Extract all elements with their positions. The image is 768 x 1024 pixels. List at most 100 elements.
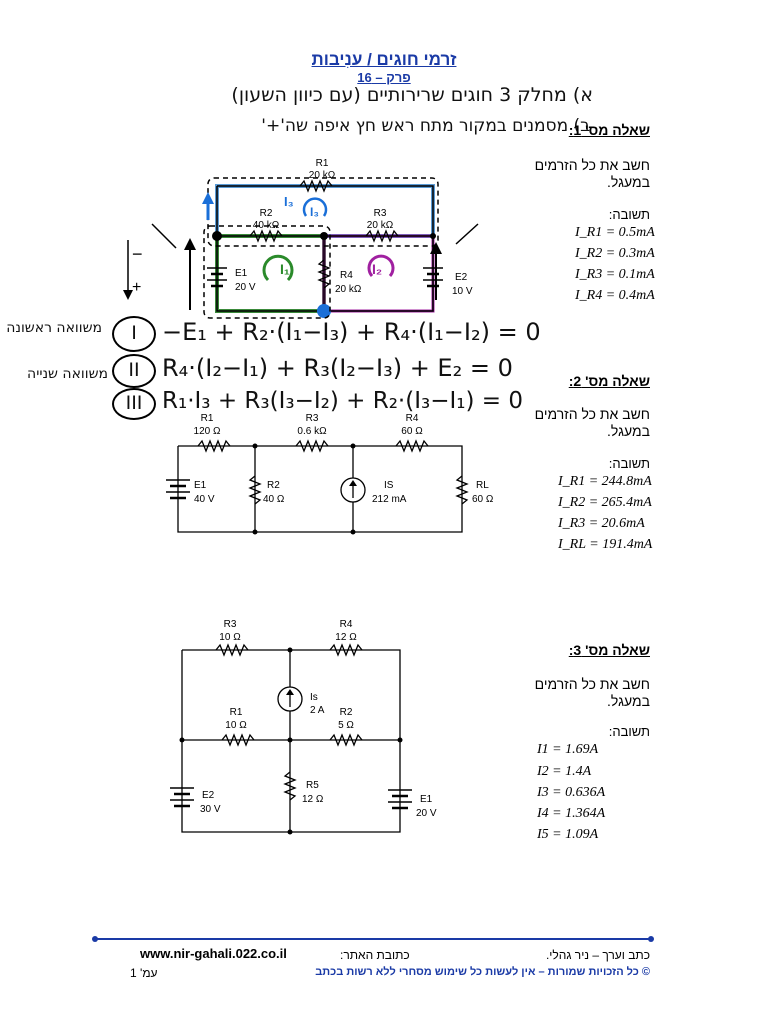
q1-answer-2: I_R2 = 0.3mA	[575, 246, 655, 261]
footer-dot-left	[92, 936, 98, 942]
q2-answer-3: I_R3 = 20.6mA	[558, 516, 645, 531]
chapter-label: פרק – 16	[357, 70, 411, 85]
q1-answer-1: I_R1 = 0.5mA	[575, 225, 655, 240]
q3-r4-label: R4	[340, 619, 353, 630]
q2-r1-value: 120 Ω	[194, 426, 221, 437]
q3-is-value: 2 A	[310, 705, 325, 716]
q3-r5-value: 12 Ω	[302, 794, 324, 805]
q3-r2-symbol	[329, 733, 363, 747]
q3-r3-symbol	[215, 643, 249, 657]
q3-r1-value: 10 Ω	[225, 720, 247, 731]
q3-circuit: R3 10 Ω R4 12 Ω Is 2 A R1 10 Ω R2 5 Ω R5…	[170, 619, 437, 835]
q1-r3-symbol	[365, 229, 399, 243]
q1-text: חשב את כל הזרמים במעגל.	[534, 157, 650, 190]
q1-r1-label: R1	[316, 158, 329, 169]
q1-r2-symbol	[249, 229, 283, 243]
side-label-second: משוואה שנייה	[27, 366, 108, 382]
q1-r3-label: R3	[374, 208, 387, 219]
page-number: עמ' 1	[130, 966, 158, 980]
q1-heading: שאלה מס' 1:	[568, 122, 650, 138]
q3-e2-label: E2	[202, 790, 215, 801]
q3-r2-value: 5 Ω	[338, 720, 354, 731]
q3-answer-5: I5 = 1.09A	[537, 827, 599, 842]
loop1-label: I₁	[280, 261, 290, 277]
q2-e1-value: 40 V	[194, 494, 215, 505]
q3-e1-label: E1	[420, 794, 433, 805]
q3-r4-value: 12 Ω	[335, 632, 357, 643]
q1-r3-value: 20 kΩ	[367, 220, 394, 231]
handwritten-note-a: א) מחלק 3 חוגים שרירותיים (עם כיוון השעו…	[231, 84, 593, 106]
q1-answer-4: I_R4 = 0.4mA	[575, 288, 655, 303]
eq3-number: III	[112, 388, 156, 420]
q3-r3-value: 10 Ω	[219, 632, 241, 643]
equation-2: R₄·(I₂−I₁) + R₃(I₂−I₃) + E₂ = 0	[162, 354, 513, 382]
q3-heading: שאלה מס' 3:	[568, 642, 650, 658]
eq1-number: I	[112, 316, 156, 352]
q3-e1-symbol	[388, 789, 412, 810]
q2-answer-1: I_R1 = 244.8mA	[558, 474, 652, 489]
q2-r1-label: R1	[201, 413, 214, 424]
footer-dot-right	[648, 936, 654, 942]
q2-r4-value: 60 Ω	[401, 426, 423, 437]
q3-r2-label: R2	[340, 707, 353, 718]
q1-answer-3: I_R3 = 0.1mA	[575, 267, 655, 282]
q2-answer-4: I_RL = 191.4mA	[558, 537, 653, 552]
q1-e1-label: E1	[235, 268, 248, 279]
q3-answer-4: I4 = 1.364A	[537, 806, 606, 821]
q2-heading: שאלה מס' 2:	[568, 373, 650, 389]
page-title: זרמי חוגים / ענִיבות	[311, 50, 457, 69]
q2-r4-label: R4	[406, 413, 419, 424]
q2-rl-symbol	[455, 475, 469, 505]
q2-r4-symbol	[395, 439, 429, 453]
q1-answer-label: תשובה:	[608, 207, 650, 222]
q2-is-label: IS	[384, 480, 394, 491]
q1-r2-label: R2	[260, 208, 273, 219]
q2-rl-label: RL	[476, 480, 489, 491]
q2-answer-2: I_R2 = 265.4mA	[558, 495, 652, 510]
q2-answer-label: תשובה:	[608, 456, 650, 471]
q1-r1-value: 20 kΩ	[309, 170, 336, 181]
eq2-number: II	[112, 354, 156, 388]
footer-site[interactable]: www.nir-gahali.022.co.il	[140, 946, 287, 961]
q2-circuit: R1 120 Ω R3 0.6 kΩ R4 60 Ω E1 40 V R2 40…	[166, 413, 494, 535]
q3-text: חשב את כל הזרמים במעגל.	[534, 676, 650, 709]
q2-r2-symbol	[248, 475, 262, 505]
q1-r1-symbol	[299, 179, 333, 193]
q3-answer-2: I2 = 1.4A	[537, 764, 592, 779]
loop2-arrow	[367, 254, 395, 277]
loop1-arrow	[262, 254, 294, 282]
footer-site-label: כתובת האתר:	[340, 948, 410, 962]
q3-is-label: Is	[310, 692, 318, 703]
plus-sign: +	[132, 279, 141, 296]
footer-author: כתב וערך – ניר גהלי.	[545, 948, 650, 962]
equation-1: −E₁ + R₂·(I₁−I₃) + R₄·(I₁−I₂) = 0	[162, 318, 541, 346]
q3-answer-1: I1 = 1.69A	[537, 742, 599, 757]
q1-r4-value: 20 kΩ	[335, 284, 362, 295]
loop3-label-b: I₃	[310, 205, 319, 219]
q1-r4-label: R4	[340, 270, 353, 281]
q3-answer-label: תשובה:	[608, 724, 650, 739]
q3-e2-value: 30 V	[200, 804, 221, 815]
q2-r2-value: 40 Ω	[263, 494, 285, 505]
q1-e1-symbol	[207, 267, 227, 288]
q2-r3-label: R3	[306, 413, 319, 424]
q3-e1-value: 20 V	[416, 808, 437, 819]
handwritten-note-b: ב) מסמנים במקור מתח ראש חץ איפה שה'+'	[261, 116, 590, 136]
q2-r3-symbol	[295, 439, 329, 453]
q2-is-value: 212 mA	[372, 494, 407, 505]
q3-r1-symbol	[221, 733, 255, 747]
footer-divider	[95, 938, 651, 940]
q2-text: חשב את כל הזרמים במעגל.	[534, 406, 650, 439]
q1-e1-value: 20 V	[235, 282, 256, 293]
q2-r3-value: 0.6 kΩ	[297, 426, 327, 437]
q1-r2-value: 40 kΩ	[253, 220, 280, 231]
q3-r3-label: R3	[224, 619, 237, 630]
q1-r4-symbol	[317, 259, 331, 289]
loop2-label: I₂	[372, 261, 382, 277]
q2-r1-symbol	[197, 439, 231, 453]
side-label-first: משוואה ראשונה	[6, 320, 102, 336]
q2-e1-symbol	[166, 479, 190, 500]
loop3-arrow	[302, 197, 328, 217]
equation-3: R₁·I₃ + R₃(I₃−I₂) + R₂·(I₃−I₁) = 0	[162, 388, 523, 414]
q3-r1-label: R1	[230, 707, 243, 718]
